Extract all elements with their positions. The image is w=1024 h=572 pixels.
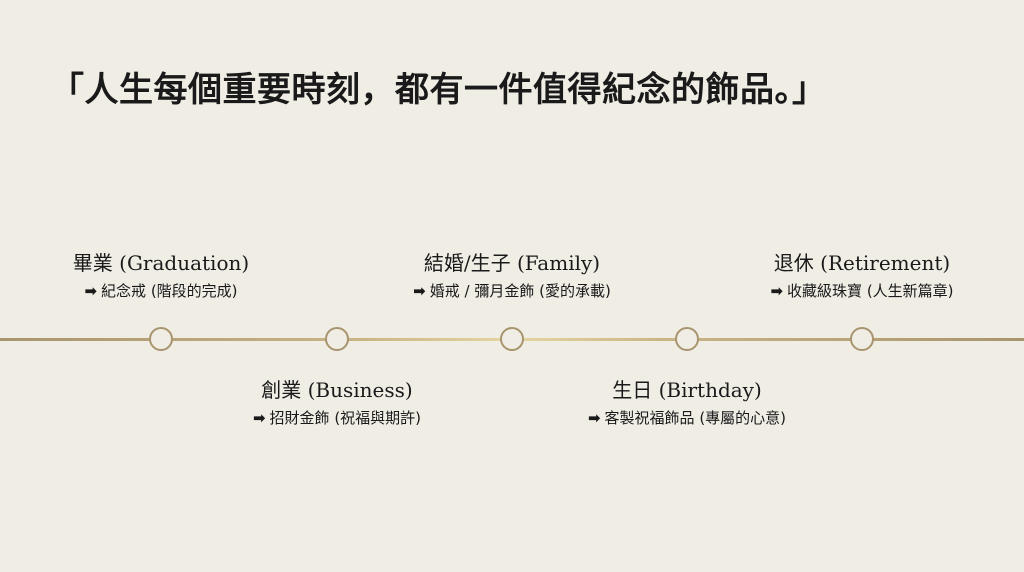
milestone-graduation: 畢業 (Graduation) ➡紀念戒 (階段的完成) xyxy=(21,249,301,302)
milestone-retirement: 退休 (Retirement) ➡收藏級珠寶 (人生新篇章) xyxy=(722,249,1002,302)
milestone-title: 結婚/生子 (Family) xyxy=(423,251,601,275)
milestone-title: 生日 (Birthday) xyxy=(612,378,762,402)
milestone-description-text: 收藏級珠寶 (人生新篇章) xyxy=(787,282,954,300)
milestone-description: ➡招財金飾 (祝福與期許) xyxy=(197,407,477,429)
timeline-node-business xyxy=(325,327,349,351)
milestone-birthday: 生日 (Birthday) ➡客製祝福飾品 (專屬的心意) xyxy=(547,376,827,429)
milestone-description-text: 客製祝福飾品 (專屬的心意) xyxy=(604,409,787,427)
milestone-description-text: 婚戒 / 彌月金飾 (愛的承載) xyxy=(429,282,611,300)
milestone-description: ➡收藏級珠寶 (人生新篇章) xyxy=(722,280,1002,302)
milestone-description: ➡婚戒 / 彌月金飾 (愛的承載) xyxy=(372,280,652,302)
milestone-family: 結婚/生子 (Family) ➡婚戒 / 彌月金飾 (愛的承載) xyxy=(372,249,652,302)
milestone-business: 創業 (Business) ➡招財金飾 (祝福與期許) xyxy=(197,376,477,429)
milestone-description: ➡紀念戒 (階段的完成) xyxy=(21,280,301,302)
timeline-node-retirement xyxy=(850,327,874,351)
timeline-node-graduation xyxy=(149,327,173,351)
right-arrow-icon: ➡ xyxy=(84,282,98,300)
milestone-title: 畢業 (Graduation) xyxy=(72,251,250,275)
milestone-title: 退休 (Retirement) xyxy=(773,251,951,275)
right-arrow-icon: ➡ xyxy=(413,282,426,300)
milestone-description-text: 紀念戒 (階段的完成) xyxy=(101,282,238,300)
right-arrow-icon: ➡ xyxy=(770,282,784,300)
right-arrow-icon: ➡ xyxy=(587,409,601,427)
right-arrow-icon: ➡ xyxy=(252,409,266,427)
milestone-description: ➡客製祝福飾品 (專屬的心意) xyxy=(547,407,827,429)
timeline-node-family xyxy=(500,327,524,351)
slide-title: 「人生每個重要時刻，都有一件值得紀念的飾品。」 xyxy=(50,70,827,110)
timeline-node-birthday xyxy=(675,327,699,351)
milestone-title: 創業 (Business) xyxy=(261,378,413,402)
milestone-description-text: 招財金飾 (祝福與期許) xyxy=(269,409,422,427)
